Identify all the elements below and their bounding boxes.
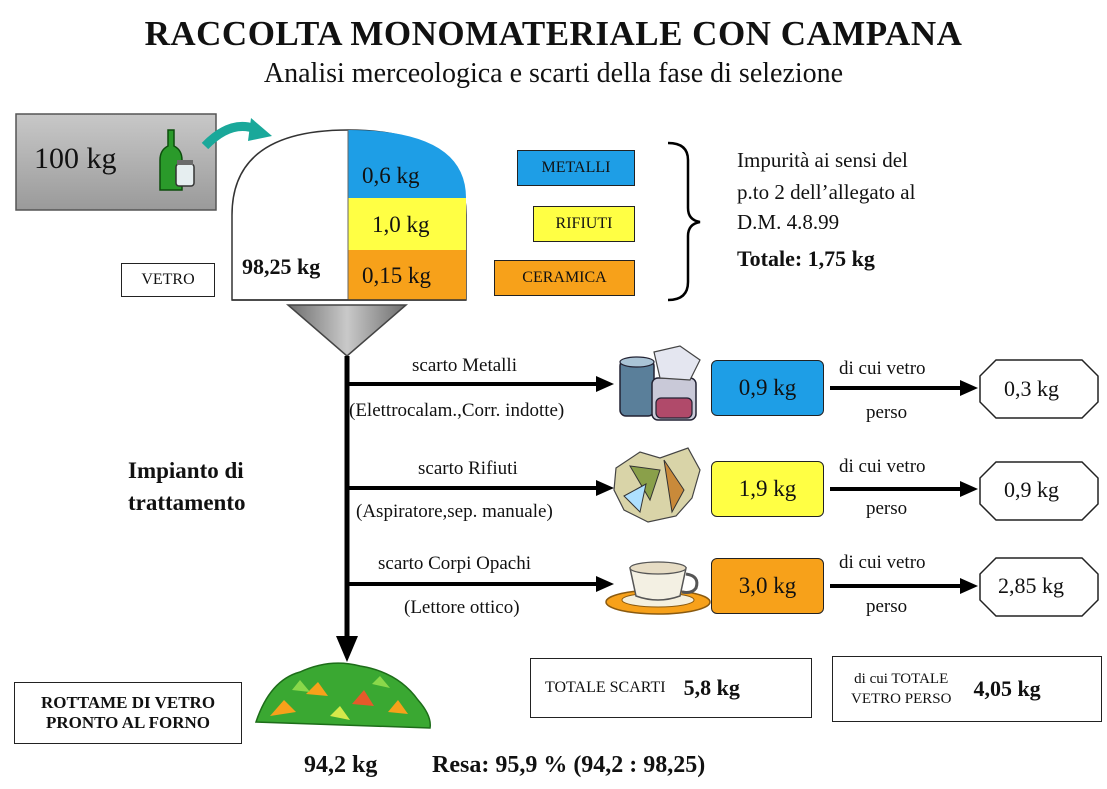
output-label-line-2: PRONTO AL FORNO — [45, 713, 211, 732]
vetro-amount: 98,25 kg — [242, 254, 321, 279]
cullet-pile-icon — [254, 662, 431, 729]
plant-label-line-2: trattamento — [128, 490, 246, 515]
total-scarti-label: TOTALE SCARTI — [545, 679, 666, 696]
funnel-icon — [285, 304, 409, 357]
bell-container — [231, 129, 467, 301]
reject-rifiuti-glass-label-2: perso — [866, 498, 908, 519]
output-yield: Resa: 95,9 % (94,2 : 98,25) — [432, 752, 706, 778]
tag-metalli: METALLI — [517, 150, 635, 186]
tag-metalli-label: METALLI — [541, 159, 611, 176]
reject-rifiuti-glass-lost: 0,9 kg — [1004, 477, 1059, 502]
tag-ceramica: CERAMICA — [494, 260, 635, 296]
reject-rifiuti-title: scarto Rifiuti — [418, 458, 518, 479]
glass-lost-box-opachi — [979, 557, 1099, 617]
impurity-note-line-3: D.M. 4.8.99 — [737, 210, 840, 234]
total-vetro-value: 4,05 kg — [973, 676, 1041, 701]
tag-rifiuti-label: RIFIUTI — [555, 215, 613, 232]
page-subtitle: Analisi merceologica e scarti della fase… — [263, 58, 844, 89]
reject-opachi-amount-box: 3,0 kg — [711, 558, 824, 614]
reject-opachi-detail: (Lettore ottico) — [404, 597, 520, 618]
total-vetro-label-2: VETRO PERSO — [851, 691, 952, 707]
reject-opachi-amount: 3,0 kg — [738, 573, 797, 598]
reject-metalli-glass-lost: 0,3 kg — [1004, 376, 1059, 401]
layer-metalli-amount: 0,6 kg — [362, 163, 420, 188]
reject-opachi-glass-label-1: di cui vetro — [839, 552, 926, 573]
glass-lost-box-metalli — [979, 359, 1099, 419]
reject-rifiuti-amount: 1,9 kg — [738, 476, 797, 501]
plant-label-line-1: Impianto di — [128, 458, 244, 483]
cans-icon — [619, 345, 701, 421]
glass-lost-box-rifiuti — [979, 461, 1099, 521]
tag-ceramica-label: CERAMICA — [522, 269, 607, 286]
layer-rifiuti-amount: 1,0 kg — [372, 212, 430, 237]
reject-metalli-detail: (Elettrocalam.,Corr. indotte) — [349, 400, 565, 421]
total-vetro-label-1: di cui TOTALE — [854, 671, 949, 687]
impurity-note-line-1: Impurità ai sensi del — [737, 148, 908, 172]
total-scarti-box: TOTALE SCARTI 5,8 kg — [530, 658, 812, 718]
reject-rifiuti-glass-label-1: di cui vetro — [839, 456, 926, 477]
output-label-box: ROTTAME DI VETRO PRONTO AL FORNO — [14, 682, 242, 744]
impurity-note-line-2: p.to 2 dell’allegato al — [737, 180, 916, 204]
input-amount: 100 kg — [34, 142, 117, 175]
impurity-bracket — [667, 141, 701, 302]
page-title: RACCOLTA MONOMATERIALE CON CAMPANA — [144, 14, 963, 53]
bottle-icon — [159, 129, 195, 191]
reject-rifiuti-detail: (Aspiratore,sep. manuale) — [356, 501, 553, 522]
layer-ceramica-amount: 0,15 kg — [362, 263, 431, 288]
total-vetro-box: di cui TOTALE VETRO PERSO 4,05 kg — [832, 656, 1102, 722]
vetro-label-box: VETRO — [121, 263, 215, 297]
reject-opachi-glass-lost: 2,85 kg — [998, 573, 1064, 598]
total-scarti-value: 5,8 kg — [683, 675, 740, 700]
output-label-line-1: ROTTAME DI VETRO — [40, 693, 216, 712]
reject-opachi-glass-label-2: perso — [866, 596, 908, 617]
waste-icon — [613, 447, 701, 523]
reject-metalli-amount: 0,9 kg — [738, 375, 797, 400]
tag-rifiuti: RIFIUTI — [533, 206, 635, 242]
reject-metalli-amount-box: 0,9 kg — [711, 360, 824, 416]
output-amount: 94,2 kg — [304, 752, 378, 778]
reject-metalli-glass-label-1: di cui vetro — [839, 358, 926, 379]
reject-opachi-title: scarto Corpi Opachi — [378, 553, 532, 574]
reject-metalli-glass-label-2: perso — [866, 402, 908, 423]
reject-metalli-title: scarto Metalli — [412, 355, 517, 376]
cup-icon — [605, 561, 711, 615]
reject-rifiuti-amount-box: 1,9 kg — [711, 461, 824, 517]
impurity-total: Totale: 1,75 kg — [737, 246, 875, 271]
vetro-label: VETRO — [141, 271, 195, 288]
